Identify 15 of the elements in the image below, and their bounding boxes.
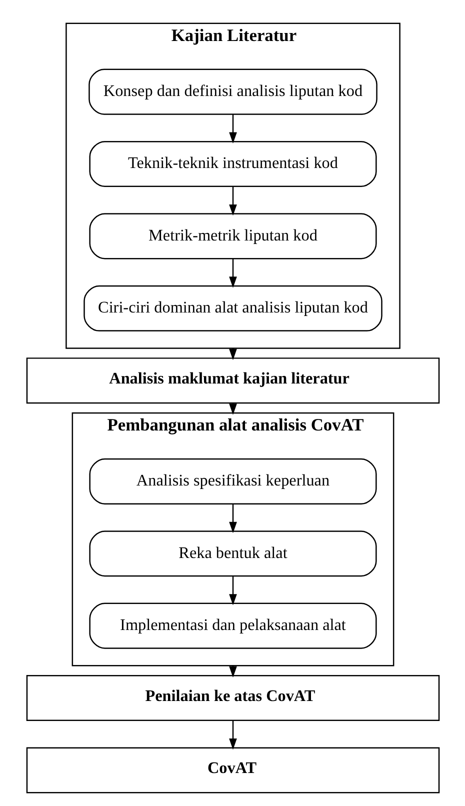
- arrow: [228, 720, 236, 750]
- node-box: Implementasi dan pelaksanaan alat: [88, 602, 376, 649]
- node-box: Metrik-metrik liputan kod: [88, 213, 376, 260]
- arrow: [228, 504, 236, 534]
- node-box: CovAT: [26, 747, 440, 794]
- arrow: [228, 186, 236, 216]
- node-box: Reka bentuk alat: [88, 530, 376, 577]
- arrow: [228, 114, 236, 144]
- arrow: [228, 576, 236, 606]
- node-box: Teknik-teknik instrumentasi kod: [88, 140, 376, 188]
- node-box: Penilaian ke atas CovAT: [26, 675, 440, 722]
- arrow: [228, 258, 236, 288]
- node-box: Ciri-ciri dominan alat analisis liputan kod: [83, 285, 382, 332]
- node-box: Konsep dan definisi analisis liputan kod: [88, 68, 377, 115]
- node-box: Analisis spesifikasi keperluan: [88, 458, 376, 504]
